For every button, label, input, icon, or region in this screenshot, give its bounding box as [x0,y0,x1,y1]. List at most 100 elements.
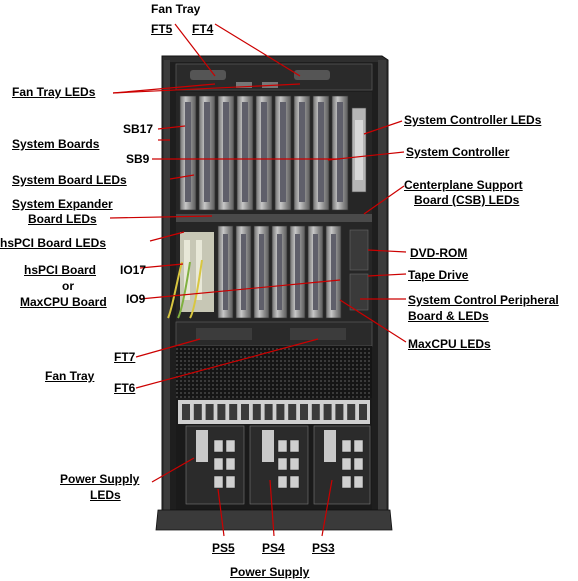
power-outlet [225,457,236,471]
label-ft7: FT7 [114,350,136,364]
power-supply-area [176,398,372,510]
label-system-expander-1: System Expander [12,197,113,211]
breaker-switch [288,404,297,420]
power-outlet [341,475,352,489]
label-ft6: FT6 [114,381,136,395]
system-board-slot [312,95,330,211]
system-board-slot [255,95,273,211]
leader-line [139,263,184,269]
leader-line [112,83,216,94]
breaker-switch [335,404,344,420]
leader-line [367,249,407,253]
label-ps4: PS4 [262,541,285,555]
system-board-slot [331,95,349,211]
power-outlet [353,439,364,453]
io-board-slot [325,225,342,319]
breaker-switch [300,404,308,420]
label-fan-tray-leds: Fan Tray LEDs [12,85,96,99]
system-board-slot [293,95,311,211]
leader-line [327,151,405,161]
power-outlet [225,475,236,489]
breaker-switch [323,404,332,420]
label-hspci-board: hsPCI Board [24,263,97,277]
power-outlet [277,475,288,489]
leader-line [363,120,403,135]
system-board-slot [179,95,197,211]
breaker-switch [182,404,190,420]
label-hspci-board-leds: hsPCI Board LEDs [0,236,107,250]
leader-line [157,125,186,130]
system-board-slot [236,95,254,211]
label-system-board-leds: System Board LEDs [12,173,127,187]
breaker-switch [311,404,320,420]
power-outlet [353,457,364,471]
label-ft4: FT4 [192,22,214,36]
label-sb9: SB9 [126,152,150,166]
label-maxcpu-leds: MaxCPU LEDs [408,337,491,351]
label-io17: IO17 [120,263,147,277]
leader-line [135,338,319,389]
io-board-slot [235,225,252,319]
leader-line [112,83,301,94]
power-outlet [289,439,300,453]
power-outlet [213,475,224,489]
label-power-supply: Power Supply [230,565,310,579]
label-fan-tray-bottom: Fan Tray [45,369,95,383]
label-csb-1: Centerplane Support [404,178,523,192]
label-ps5: PS5 [212,541,235,555]
power-outlet [289,457,300,471]
label-io9: IO9 [126,292,146,306]
breaker-switch [252,404,261,420]
leader-line [214,23,301,77]
label-csb-2: Board (CSB) LEDs [414,193,520,207]
io-board-slot [307,225,324,319]
leader-line [174,23,216,77]
label-power-supply-leds-1: Power Supply [60,472,140,486]
top-fan-tray-shape [175,63,373,91]
breaker-switch [217,404,226,420]
label-power-supply-leds-2: LEDs [90,488,121,502]
power-outlet [277,439,288,453]
power-outlet [213,439,224,453]
leader-line [367,273,407,277]
leader-line [363,185,405,215]
system-board-slot [198,95,216,211]
power-outlet [277,457,288,471]
leader-line [149,231,185,242]
breaker-switch [359,404,367,420]
fan-grille [176,346,372,398]
io-board-slot [253,225,270,319]
label-system-expander-2: Board LEDs [28,212,97,226]
breaker-switch [241,404,249,420]
label-dvd-rom: DVD-ROM [410,246,468,260]
system-board-slot [217,95,235,211]
leader-line [135,338,201,358]
label-ft5: FT5 [151,22,173,36]
leader-line [169,174,195,180]
lower-board-bay [167,222,372,322]
power-outlet [341,457,352,471]
breaker-switch [193,404,202,420]
power-outlet [225,439,236,453]
io-board-slot [217,225,234,319]
upper-board-bay [176,92,372,214]
label-tape-drive: Tape Drive [408,268,469,282]
label-ps3: PS3 [312,541,335,555]
breaker-switch [276,404,285,420]
system-board-slot [274,95,292,211]
io-board-slot [289,225,306,319]
breaker-switch [229,404,238,420]
cabinet-base [155,509,393,531]
power-outlet [353,475,364,489]
leader-line [339,299,407,343]
label-sb17: SB17 [123,122,154,136]
label-fan-tray-top: Fan Tray [151,2,201,16]
label-scp-2: Board & LEDs [408,309,489,323]
label-or: or [62,279,74,293]
label-system-controller: System Controller [406,145,510,159]
leader-line [109,215,213,219]
breaker-switch [205,404,214,420]
label-scp-1: System Control Peripheral [408,293,559,307]
